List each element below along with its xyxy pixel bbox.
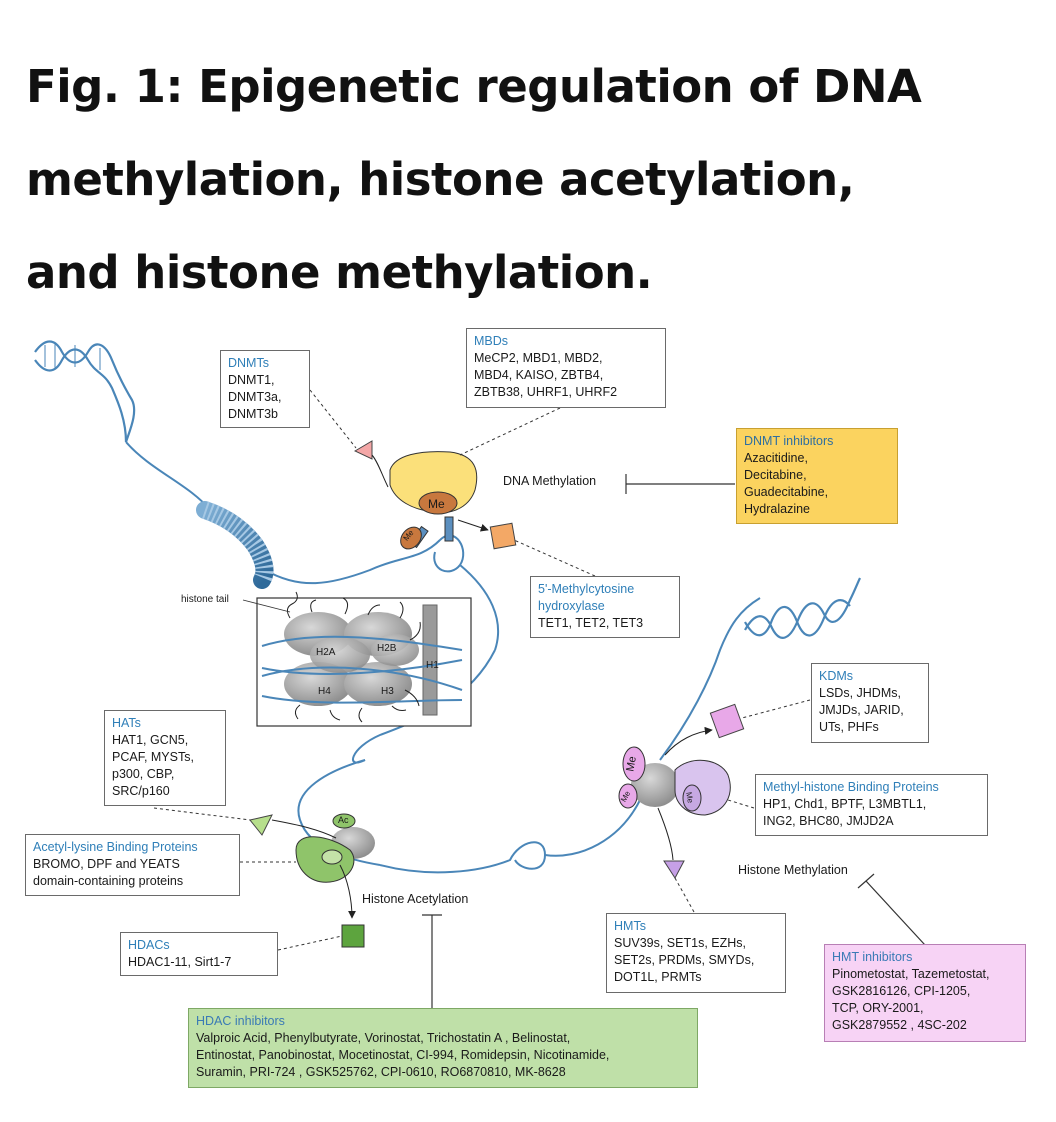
acetyl-binding-line: BROMO, DPF and YEATS — [33, 857, 180, 871]
kdms-line: JMJDs, JARID, — [819, 703, 904, 717]
tet-square — [489, 522, 517, 550]
mbds-line: MeCP2, MBD1, MBD2, — [474, 351, 603, 365]
dna-coil — [196, 501, 274, 589]
dnmts-line: DNMT3b — [228, 407, 279, 421]
kdm-square — [709, 703, 745, 739]
dashed-connectors — [153, 389, 811, 951]
hats-header: HATs — [112, 716, 141, 730]
hdac-inhibitors-line: Valproic Acid, Phenylbutyrate, Vorinosta… — [196, 1031, 571, 1045]
hmts-line: DOT1L, PRMTs — [614, 970, 702, 984]
mbds-line: ZBTB38, UHRF1, UHRF2 — [474, 385, 618, 399]
kdms-header: KDMs — [819, 669, 854, 683]
inhibition-lines — [422, 474, 926, 1010]
ac-mark-label: Ac — [338, 815, 349, 825]
methyl-binding-line: HP1, Chd1, BPTF, L3MBTL1, — [763, 797, 927, 811]
dnmt-inhibitors-line: Decitabine, — [744, 468, 807, 482]
dnmt-inhibitors-header: DNMT inhibitors — [744, 434, 834, 448]
hat-triangle — [249, 814, 273, 836]
hdacs-line: HDAC1-11, Sirt1-7 — [128, 955, 232, 969]
mbds-box: MBDs MeCP2, MBD1, MBD2, MBD4, KAISO, ZBT… — [466, 328, 666, 408]
methyl-binding-line: ING2, BHC80, JMJD2A — [763, 814, 894, 828]
h2b-label: H2B — [377, 643, 397, 654]
hats-line: HAT1, GCN5, — [112, 733, 189, 747]
dnmts-box: DNMTs DNMT1, DNMT3a, DNMT3b — [220, 350, 310, 428]
hmt-inhibitors-line: TCP, ORY-2001, — [832, 1001, 924, 1015]
methyl-binding-header: Methyl-histone Binding Proteins — [763, 780, 939, 794]
hmts-line: SET2s, PRDMs, SMYDs, — [614, 953, 755, 967]
dnmt-inhibitors-line: Hydralazine — [744, 502, 811, 516]
dnmts-line: DNMT3a, — [228, 390, 282, 404]
mbds-line: MBD4, KAISO, ZBTB4, — [474, 368, 604, 382]
dna-strand-main — [125, 441, 761, 874]
hdac-inhibitors-line: Entinostat, Panobinostat, Mocetinostat, … — [196, 1048, 610, 1062]
nucleosome — [242, 591, 472, 727]
h1-label: H1 — [426, 660, 439, 671]
hdac-inhibitors-header: HDAC inhibitors — [196, 1014, 285, 1028]
figure-title-line-2: methylation, histone acetylation, — [26, 153, 855, 206]
hdac-square — [341, 924, 365, 948]
hdacs-box: HDACs HDAC1-11, Sirt1-7 — [120, 932, 278, 976]
hats-line: SRC/p160 — [112, 784, 170, 798]
tet-line: TET1, TET2, TET3 — [538, 616, 644, 630]
dna-methylation-reader — [389, 451, 478, 550]
acetyl-binding-line: domain-containing proteins — [33, 874, 184, 888]
hats-line: p300, CBP, — [112, 767, 175, 781]
dnmt-triangle — [353, 440, 373, 460]
histone-tail-label: histone tail — [181, 594, 229, 605]
dnmts-header: DNMTs — [228, 356, 269, 370]
mbds-header: MBDs — [474, 334, 509, 348]
hmt-triangle — [663, 860, 685, 879]
kdms-line: LSDs, JHDMs, — [819, 686, 901, 700]
hmt-inhibitors-line: GSK2816126, CPI-1205, — [832, 984, 971, 998]
dna-helix-right — [744, 577, 861, 639]
dnmt-inhibitors-line: Azacitidine, — [744, 451, 808, 465]
dna-helix-top-left — [34, 340, 136, 443]
dnmt-inhibitors-box: DNMT inhibitors Azacitidine, Decitabine,… — [736, 428, 898, 524]
h2a-label: H2A — [316, 647, 336, 658]
kdms-box: KDMs LSDs, JHDMs, JMJDs, JARID, UTs, PHF… — [811, 663, 929, 743]
hmt-inhibitors-line: GSK2879552 , 4SC-202 — [832, 1018, 967, 1032]
hmt-inhibitors-line: Pinometostat, Tazemetostat, — [832, 967, 990, 981]
h4-label: H4 — [318, 686, 331, 697]
histone-methylation-label: Histone Methylation — [738, 863, 848, 877]
hmts-box: HMTs SUV39s, SET1s, EZHs, SET2s, PRDMs, … — [606, 913, 786, 993]
hdac-inhibitors-box: HDAC inhibitors Valproic Acid, Phenylbut… — [188, 1008, 698, 1088]
acetyl-binding-header: Acetyl-lysine Binding Proteins — [33, 840, 198, 854]
hdacs-header: HDACs — [128, 938, 170, 952]
histone-acetylation-complex — [249, 813, 375, 948]
hmts-line: SUV39s, SET1s, EZHs, — [614, 936, 746, 950]
dnmts-line: DNMT1, — [228, 373, 275, 387]
hats-box: HATs HAT1, GCN5, PCAF, MYSTs, p300, CBP,… — [104, 710, 226, 806]
hmt-inhibitors-box: HMT inhibitors Pinometostat, Tazemetosta… — [824, 944, 1026, 1042]
tet-header-line: hydroxylase — [538, 599, 605, 613]
dna-methylation-label: DNA Methylation — [503, 474, 597, 488]
kdms-line: UTs, PHFs — [819, 720, 879, 734]
dnmt-inhibitors-line: Guadecitabine, — [744, 485, 829, 499]
figure-title: Fig. 1: Epigenetic regulation of DNA met… — [26, 40, 1036, 319]
figure-title-line-3: and histone methylation. — [26, 246, 653, 299]
tet-box: 5'-Methylcytosine hydroxylase TET1, TET2… — [530, 576, 680, 638]
me-mark-label: Me — [428, 497, 445, 511]
h3-label: H3 — [381, 686, 394, 697]
hmts-header: HMTs — [614, 919, 646, 933]
figure-title-line-1: Fig. 1: Epigenetic regulation of DNA — [26, 60, 922, 113]
acetyl-binding-box: Acetyl-lysine Binding Proteins BROMO, DP… — [25, 834, 240, 896]
methyl-binding-box: Methyl-histone Binding Proteins HP1, Chd… — [755, 774, 988, 836]
hdac-inhibitors-line: Suramin, PRI-724 , GSK525762, CPI-0610, … — [196, 1065, 566, 1079]
hats-line: PCAF, MYSTs, — [112, 750, 194, 764]
tet-header-line: 5'-Methylcytosine — [538, 582, 635, 596]
me-mark-label-reader: Me — [684, 791, 695, 804]
hmt-inhibitors-header: HMT inhibitors — [832, 950, 913, 964]
histone-methylation-complex — [618, 703, 745, 879]
histone-acetylation-label: Histone Acetylation — [362, 892, 469, 906]
